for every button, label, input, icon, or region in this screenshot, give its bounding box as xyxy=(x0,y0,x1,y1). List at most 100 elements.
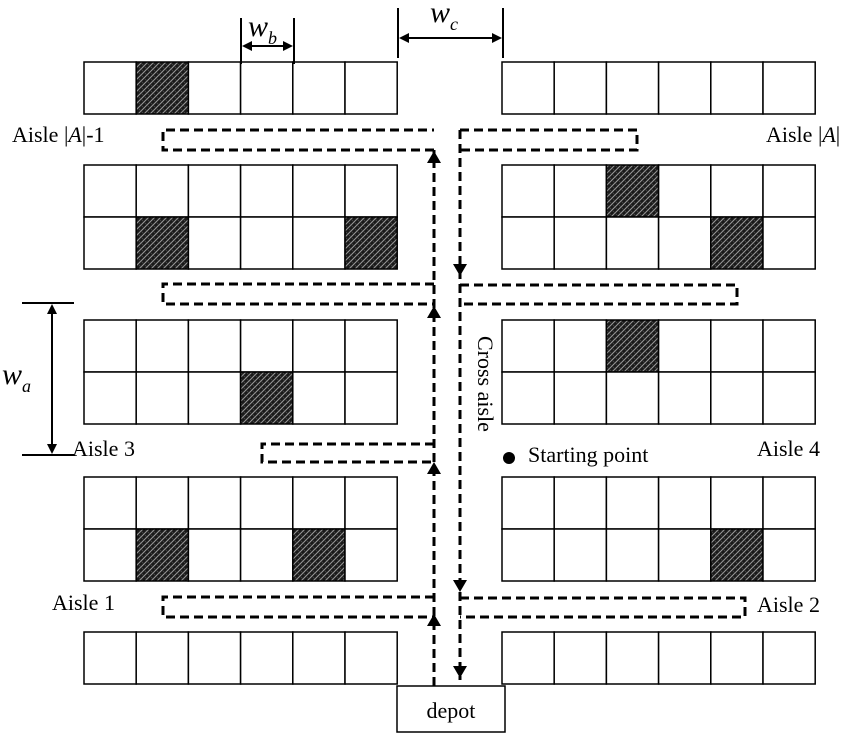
aisle-2-label: Aisle 2 xyxy=(757,592,820,617)
storage-block-left-3 xyxy=(83,319,398,425)
storage-cell xyxy=(657,631,712,685)
storage-block-right-2 xyxy=(501,164,816,270)
route-loop-aisle-3 xyxy=(260,442,434,464)
picked-storage-cell xyxy=(605,319,660,373)
storage-cell xyxy=(657,371,712,425)
route-arrow-up-4 xyxy=(427,151,441,163)
storage-block-left-5 xyxy=(83,631,398,685)
storage-cell xyxy=(762,476,816,530)
storage-cell xyxy=(344,476,398,530)
storage-cell xyxy=(553,319,608,373)
route-arrow-down-1 xyxy=(453,264,467,276)
storage-block-right-5 xyxy=(501,631,816,685)
route-loop-aisle-1 xyxy=(161,595,434,619)
route-loop-top xyxy=(161,128,639,152)
storage-block-left-2 xyxy=(83,164,398,270)
storage-cell xyxy=(710,164,764,218)
storage-cell xyxy=(187,61,242,115)
storage-cell xyxy=(292,371,346,425)
storage-cell xyxy=(239,216,294,270)
picked-storage-cell xyxy=(710,216,764,270)
route-arrow-up-2 xyxy=(427,462,441,474)
picked-storage-cell xyxy=(710,528,764,582)
storage-cell xyxy=(501,528,555,582)
storage-cell xyxy=(553,528,608,582)
depot-box xyxy=(396,685,506,733)
storage-cell xyxy=(239,528,294,582)
storage-cell xyxy=(553,164,608,218)
storage-block-left-4 xyxy=(83,476,398,582)
storage-cell xyxy=(344,61,398,115)
storage-cell xyxy=(187,216,242,270)
storage-cell xyxy=(605,528,660,582)
dimension-w-b: wb xyxy=(240,10,295,64)
storage-cell xyxy=(83,319,137,373)
picked-storage-cell xyxy=(344,216,398,270)
w-b-symbol: wb xyxy=(248,10,277,48)
picking-route xyxy=(161,128,747,686)
storage-cell xyxy=(657,61,712,115)
storage-cell xyxy=(605,371,660,425)
storage-cell xyxy=(710,631,764,685)
storage-cell xyxy=(762,164,816,218)
storage-cell xyxy=(762,216,816,270)
storage-cell xyxy=(239,476,294,530)
storage-blocks xyxy=(83,61,816,685)
aisle-3-label: Aisle 3 xyxy=(72,436,135,461)
w-c-symbol: wc xyxy=(430,0,458,34)
route-arrow-up-1 xyxy=(427,614,441,626)
starting-point-label: Starting point xyxy=(528,442,648,467)
picked-storage-cell xyxy=(292,528,346,582)
picked-storage-cell xyxy=(605,164,660,218)
storage-cell xyxy=(501,631,555,685)
storage-cell xyxy=(501,319,555,373)
storage-cell xyxy=(83,476,137,530)
storage-cell xyxy=(605,61,660,115)
storage-cell xyxy=(657,476,712,530)
picked-storage-cell xyxy=(239,371,294,425)
storage-cell xyxy=(762,319,816,373)
cross-aisle-label: Cross aisle xyxy=(473,336,498,432)
depot-label: depot xyxy=(427,698,476,723)
storage-cell xyxy=(239,319,294,373)
storage-cell xyxy=(501,164,555,218)
storage-cell xyxy=(344,371,398,425)
storage-cell xyxy=(710,371,764,425)
route-loop-left-middle xyxy=(161,282,434,306)
storage-cell xyxy=(344,631,398,685)
storage-cell xyxy=(187,476,242,530)
storage-cell xyxy=(605,216,660,270)
storage-cell xyxy=(344,319,398,373)
storage-cell xyxy=(553,61,608,115)
storage-cell xyxy=(83,61,137,115)
storage-cell xyxy=(344,164,398,218)
storage-cell xyxy=(292,216,346,270)
aisle-4-label: Aisle 4 xyxy=(757,436,820,461)
storage-cell xyxy=(553,216,608,270)
picked-storage-cell xyxy=(135,216,190,270)
storage-cell xyxy=(553,631,608,685)
storage-cell xyxy=(135,631,190,685)
storage-cell xyxy=(762,528,816,582)
storage-cell xyxy=(501,61,555,115)
w-a-symbol: wa xyxy=(2,358,31,396)
storage-cell xyxy=(135,476,190,530)
storage-cell xyxy=(762,631,816,685)
storage-block-right-3 xyxy=(501,319,816,425)
storage-cell xyxy=(292,164,346,218)
storage-cell xyxy=(344,528,398,582)
storage-cell xyxy=(83,528,137,582)
picked-storage-cell xyxy=(135,528,190,582)
picked-storage-cell xyxy=(135,61,190,115)
storage-cell xyxy=(83,371,137,425)
storage-cell xyxy=(292,476,346,530)
storage-cell xyxy=(83,216,137,270)
route-loop-right-middle xyxy=(460,283,739,306)
storage-cell xyxy=(657,216,712,270)
storage-cell xyxy=(501,476,555,530)
storage-cell xyxy=(292,319,346,373)
storage-block-left-1 xyxy=(83,61,398,115)
storage-cell xyxy=(762,61,816,115)
storage-cell xyxy=(657,164,712,218)
starting-point-marker xyxy=(503,452,515,464)
